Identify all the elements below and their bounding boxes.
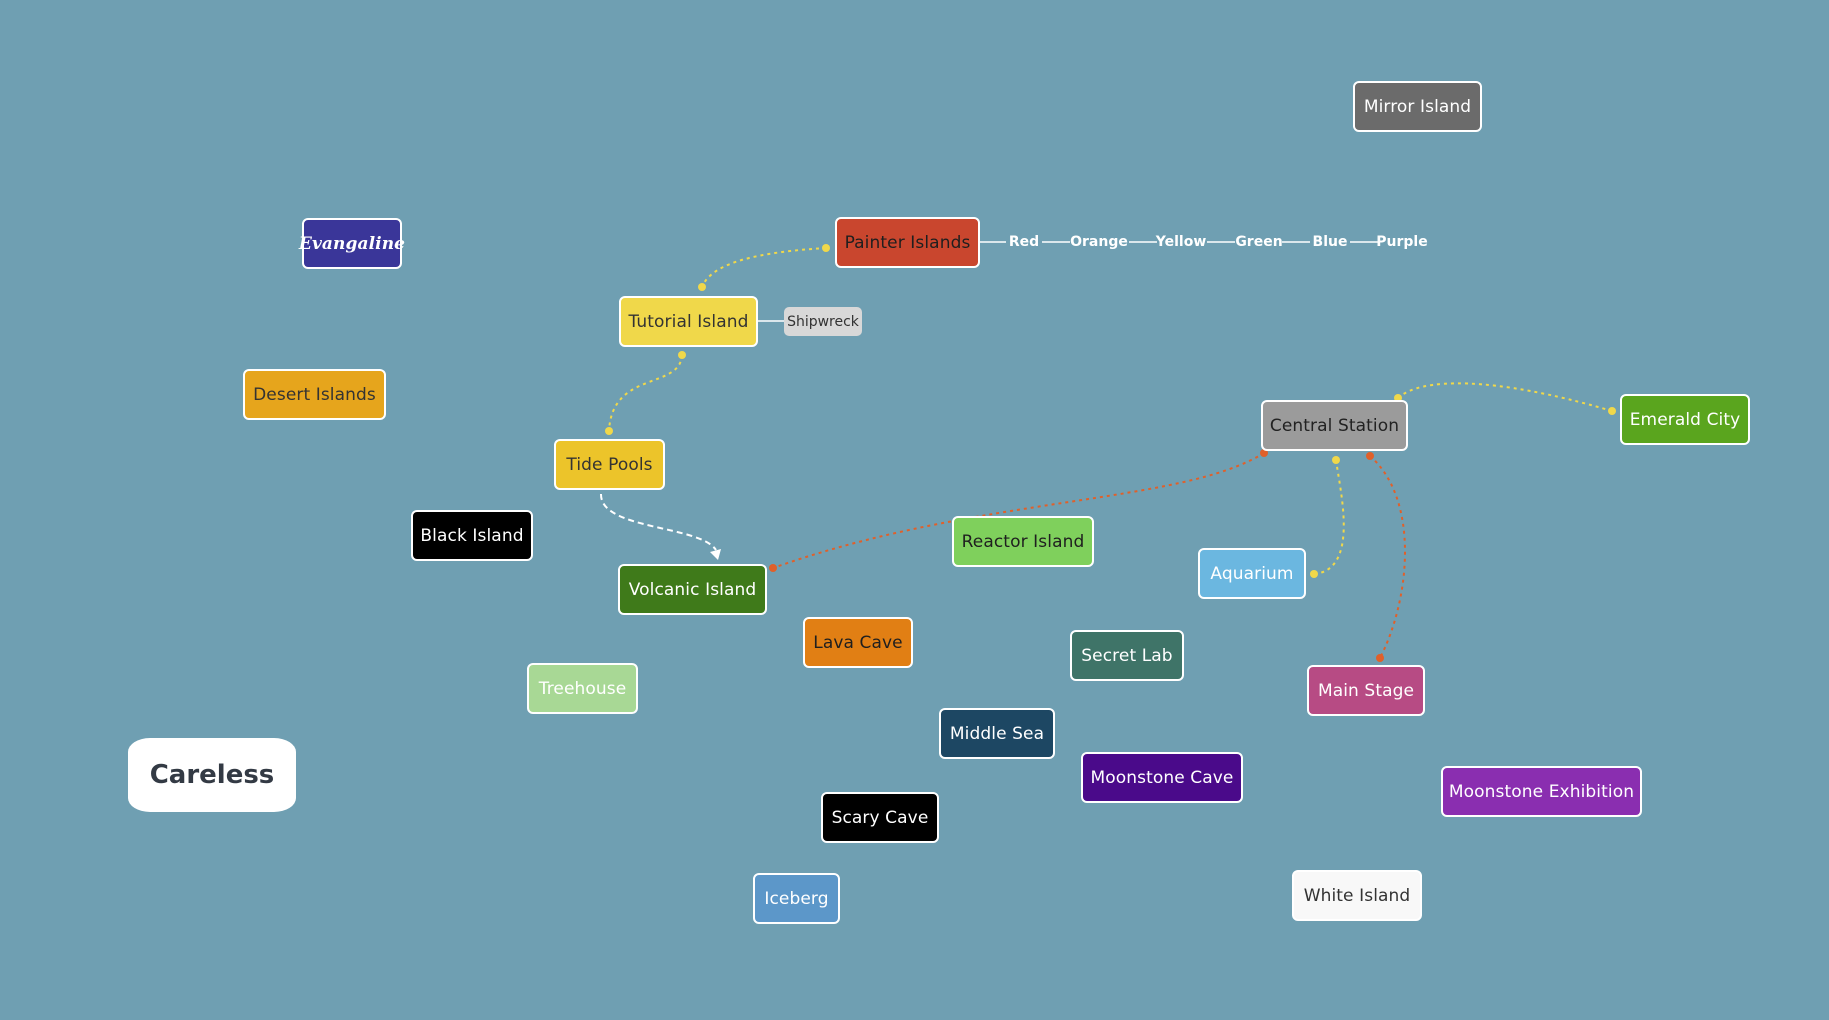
node-desert-islands[interactable]: Desert Islands <box>243 369 386 420</box>
chain-label-blue[interactable]: Blue <box>1312 234 1348 250</box>
link-dot <box>678 351 686 359</box>
node-lava-cave[interactable]: Lava Cave <box>803 617 913 668</box>
link-dot <box>822 244 830 252</box>
link-dot <box>1332 456 1340 464</box>
node-white-island[interactable]: White Island <box>1292 870 1422 921</box>
arrow-head <box>710 549 721 560</box>
node-mirror-island[interactable]: Mirror Island <box>1353 81 1482 132</box>
node-scary-cave[interactable]: Scary Cave <box>821 792 939 843</box>
link-dot <box>1376 654 1384 662</box>
link-tidepools-volcanic <box>599 493 717 551</box>
link-painter-tutorial <box>701 247 827 288</box>
link-dot <box>769 564 777 572</box>
link-dot <box>1310 570 1318 578</box>
node-tide-pools[interactable]: Tide Pools <box>554 439 665 490</box>
node-middle-sea[interactable]: Middle Sea <box>939 708 1055 759</box>
link-dot <box>698 283 706 291</box>
node-moonstone-exhibition[interactable]: Moonstone Exhibition <box>1441 766 1642 817</box>
link-dot <box>1366 452 1374 460</box>
node-painter-islands[interactable]: Painter Islands <box>835 217 980 268</box>
link-central-emerald <box>1397 382 1613 412</box>
tag-shipwreck[interactable]: Shipwreck <box>784 307 862 336</box>
node-aquarium[interactable]: Aquarium <box>1198 548 1306 599</box>
node-moonstone-cave[interactable]: Moonstone Cave <box>1081 752 1243 803</box>
root-node-careless[interactable]: Careless <box>128 738 296 812</box>
node-tutorial-island[interactable]: Tutorial Island <box>619 296 758 347</box>
chain-label-orange[interactable]: Orange <box>1070 234 1128 250</box>
link-dot <box>605 427 613 435</box>
chain-label-yellow[interactable]: Yellow <box>1155 234 1207 250</box>
node-central-station[interactable]: Central Station <box>1261 400 1408 451</box>
node-black-island[interactable]: Black Island <box>411 510 533 561</box>
link-tutorial-tidepools <box>608 354 683 432</box>
link-dot <box>1608 407 1616 415</box>
node-volcanic-island[interactable]: Volcanic Island <box>618 564 767 615</box>
node-evangaline[interactable]: Evangaline <box>299 218 405 269</box>
chain-label-purple[interactable]: Purple <box>1376 234 1428 250</box>
node-main-stage[interactable]: Main Stage <box>1307 665 1425 716</box>
link-central-mainstage <box>1369 455 1406 659</box>
node-treehouse[interactable]: Treehouse <box>527 663 638 714</box>
node-secret-lab[interactable]: Secret Lab <box>1070 630 1184 681</box>
chain-label-green[interactable]: Green <box>1235 234 1283 250</box>
node-emerald-city[interactable]: Emerald City <box>1620 394 1750 445</box>
link-dot <box>1260 449 1268 457</box>
node-reactor-island[interactable]: Reactor Island <box>952 516 1094 567</box>
link-central-aquarium <box>1313 459 1345 575</box>
chain-label-red[interactable]: Red <box>1008 234 1040 250</box>
node-iceberg[interactable]: Iceberg <box>753 873 840 924</box>
